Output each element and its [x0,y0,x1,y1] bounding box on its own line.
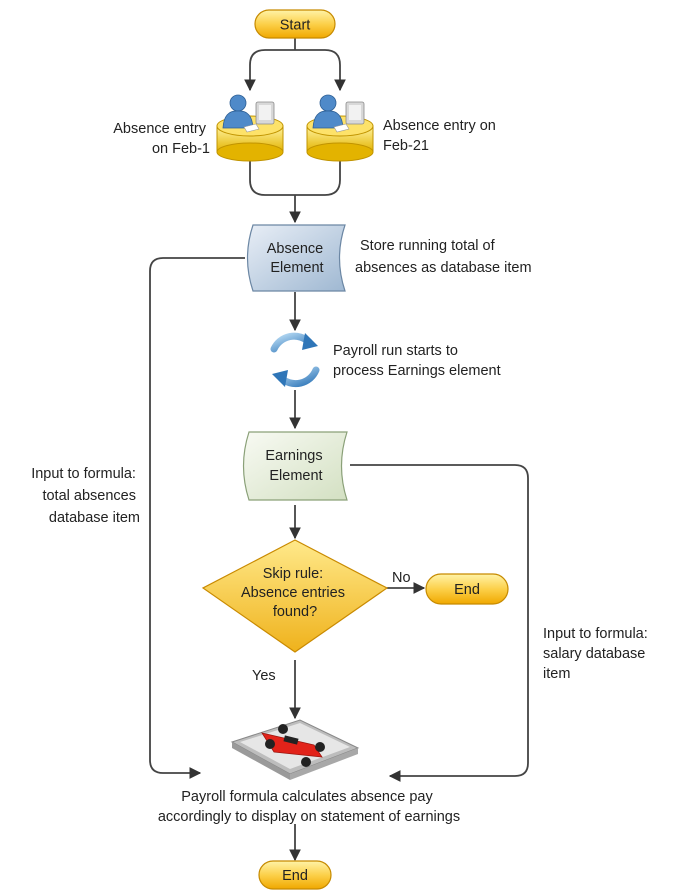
end-no-label: End [454,582,480,598]
annotation-input-total: Input to formula: total absences databas… [31,466,140,526]
absence-element: Absence Element [246,224,346,292]
annotation-formula-calc: Payroll formula calculates absence pay a… [158,789,460,825]
end-final-label: End [282,868,308,884]
skip-rule-decision: Skip rule: Absence entries found? [201,539,389,653]
end-terminator-no: End [425,573,509,605]
edge-label-yes: Yes [252,668,276,684]
edge-label-no: No [392,570,411,586]
skip-rule-label: Skip rule: Absence entries found? [241,566,349,620]
absence-element-label: Absence Element [267,241,327,276]
earnings-element-label: Earnings Element [265,448,326,484]
end-terminator-final: End [258,860,332,890]
edge-absence-to-formula [149,257,245,779]
connectors [149,38,529,862]
annotation-payroll-run: Payroll run starts to process Earnings e… [333,343,501,379]
annotation-store-total: Store running total of absences as datab… [355,238,532,276]
annotation-absence-feb1: Absence entry on Feb-1 [113,121,210,157]
edge-start-to-feb1 [244,49,295,92]
annotation-absence-feb21: Absence entry on Feb-21 [383,118,500,154]
start-terminator: Start [254,9,336,39]
user-desk-icon [306,94,374,162]
earnings-element: Earnings Element [242,431,348,501]
edge-feb1-merge [249,160,295,196]
race-car-formula-icon [230,719,360,780]
edge-feb21-merge [295,160,341,196]
absence-entry-feb1 [216,94,284,162]
start-label: Start [280,18,311,34]
refresh-cycle-icon [270,332,320,388]
user-desk-icon [216,94,284,162]
annotation-input-salary: Input to formula: salary database item [543,626,652,682]
edge-start-to-feb21 [295,49,346,92]
edge-earnings-to-formula [350,464,529,782]
absence-entry-feb21 [306,94,374,162]
